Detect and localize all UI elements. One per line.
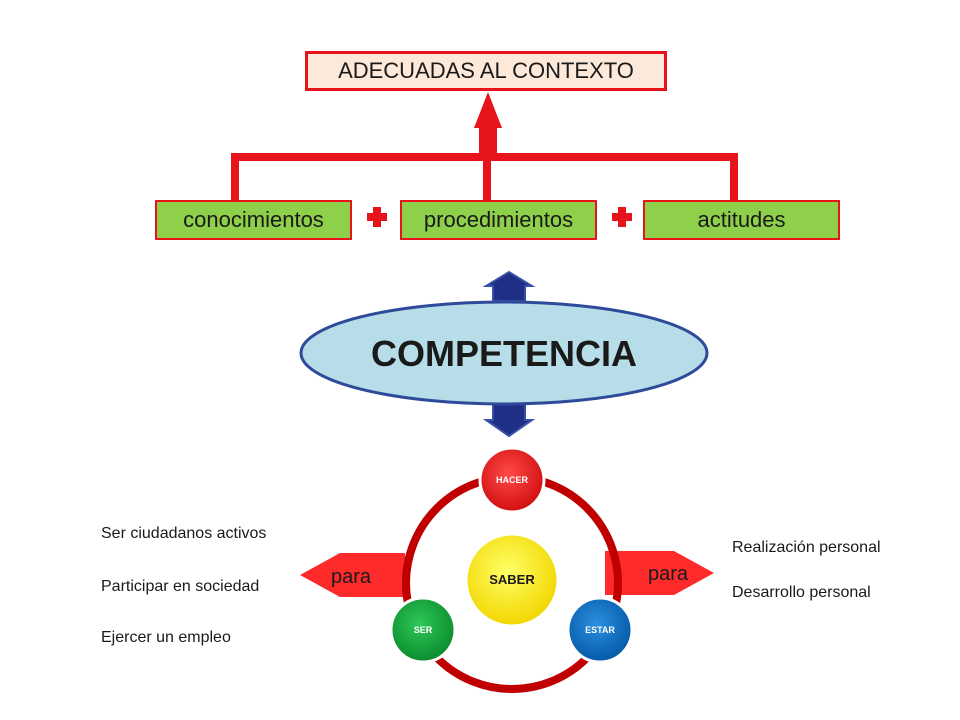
right-list-item: Desarrollo personal [732,584,871,601]
navy-up-arrow [482,270,536,302]
right-para-arrow [605,551,714,595]
right-list-item: Realización personal [732,539,881,556]
left-para-arrow [300,553,405,597]
bracket-connector [231,153,738,201]
plus-icon [367,207,387,227]
up-arrow-to-context [474,92,502,157]
hacer-label: HACER [496,475,529,485]
context-box: ADECUADAS AL CONTEXTO [305,51,667,91]
procedimientos-label: procedimientos [423,207,574,232]
estar-label: ESTAR [585,625,615,635]
plus-icon [612,207,632,227]
context-label: ADECUADAS AL CONTEXTO [338,58,634,83]
hacer-circle [478,446,546,514]
ser-circle [389,596,457,664]
left-list-item: Participar en sociedad [101,578,260,595]
saber-circle [464,532,560,628]
right-para-label: para [648,563,689,585]
left-list-item: Ejercer un empleo [101,629,231,646]
ser-label: SER [414,625,433,635]
actitudes-label: actitudes [697,207,786,232]
competencia-label: COMPETENCIA [371,333,637,374]
procedimientos-box: procedimientos [400,200,597,240]
competencia-ellipse [299,300,709,406]
saber-label: SABER [489,572,535,587]
left-para-label: para [331,566,372,588]
actitudes-box: actitudes [643,200,840,240]
conocimientos-box: conocimientos [155,200,352,240]
left-list-item: Ser ciudadanos activos [101,525,267,542]
navy-down-arrow [482,403,536,438]
estar-circle [566,596,634,664]
conocimientos-label: conocimientos [183,207,324,232]
